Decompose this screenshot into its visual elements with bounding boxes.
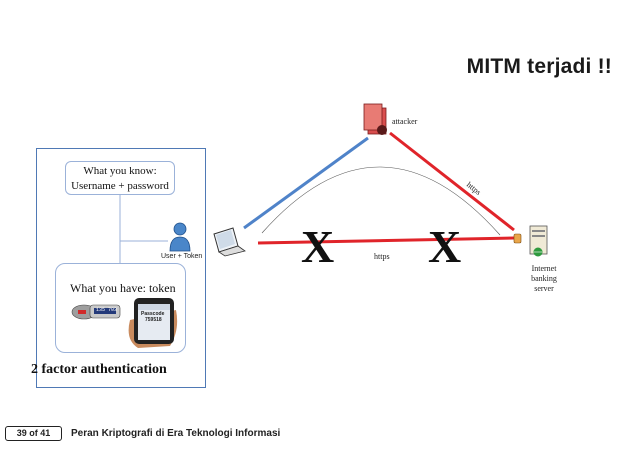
x-mark-right: X (428, 221, 462, 272)
what-you-know-label: What you know: (83, 165, 157, 177)
key-fob-token-icon (71, 304, 121, 320)
server-icon (529, 225, 548, 257)
what-you-have-label: What you have: token (70, 281, 176, 295)
user-icon (169, 222, 191, 252)
attacker-label: attacker (392, 117, 418, 126)
user-token-label: User + Token (161, 253, 203, 260)
https-label-direct: https (374, 252, 390, 261)
x-mark-left: X (301, 221, 335, 272)
server-label-line2: banking (531, 274, 557, 283)
laptop-icon (213, 227, 246, 257)
passcode-value: 759518 (145, 317, 162, 323)
red-connection-line-direct (257, 236, 515, 245)
attacker-computer-icon (363, 103, 387, 135)
two-factor-caption: 2 factor authentication (31, 362, 167, 377)
server-label-line1: Internet (531, 264, 557, 273)
lock-icon (513, 233, 522, 244)
red-connection-line-attacker-server (389, 131, 515, 232)
fob-digits: 135 703 (96, 307, 118, 313)
username-password-label: Username + password (71, 180, 169, 192)
server-label: Internet banking server (522, 264, 566, 294)
phone-token-icon (128, 298, 178, 348)
what-you-have-box (55, 263, 186, 353)
two-factor-frame (36, 148, 206, 388)
blue-connection-line (243, 136, 369, 230)
footer-title: Peran Kriptografi di Era Teknologi Infor… (71, 428, 281, 439)
page-number-badge: 39 of 41 (5, 426, 62, 441)
server-label-line3: server (534, 284, 554, 293)
what-you-know-box: What you know: Username + password (65, 161, 175, 195)
passcode-label: Passcode (141, 311, 165, 317)
slide-title: MITM terjadi !! (466, 55, 612, 78)
original-path-arc (261, 166, 501, 236)
